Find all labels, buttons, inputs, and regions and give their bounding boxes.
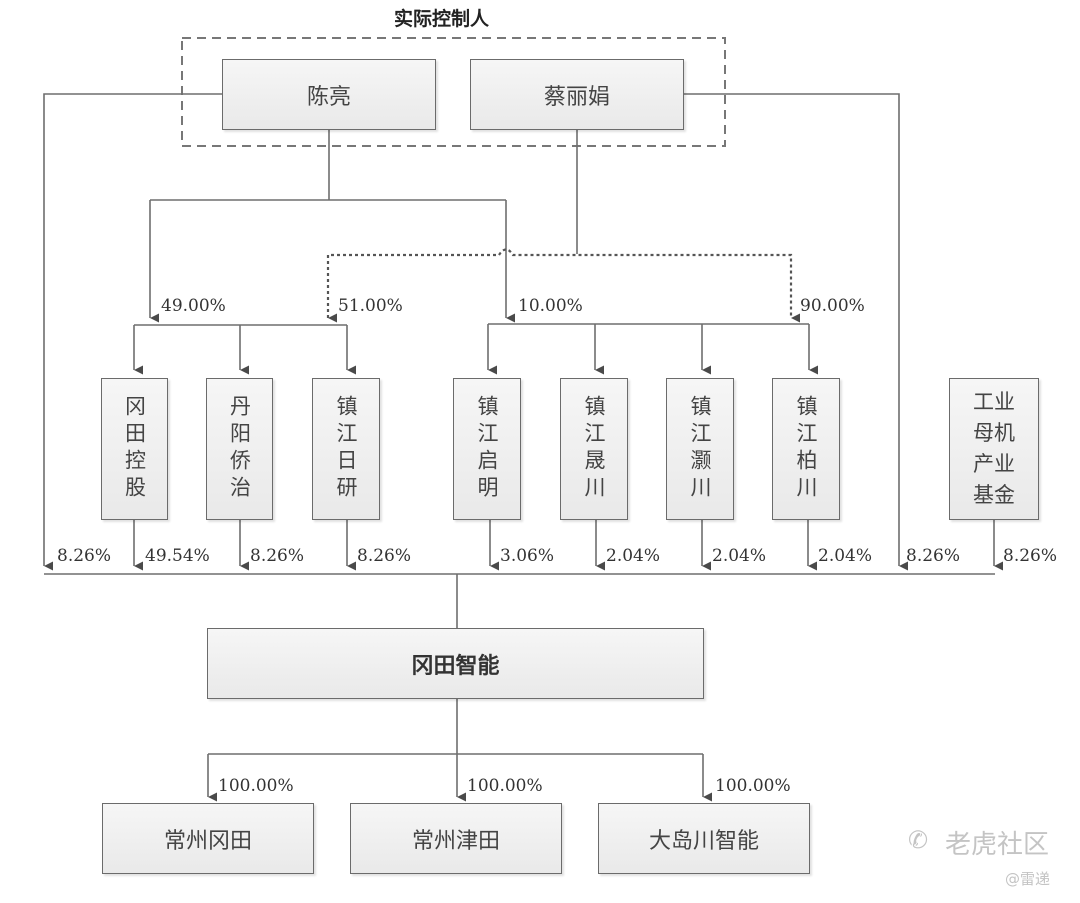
shareholder-name: 镇江启明 bbox=[475, 395, 499, 503]
pct-label: 8.26% bbox=[357, 546, 412, 566]
company-name: 冈田智能 bbox=[411, 652, 500, 679]
line-cailijuan-direct bbox=[684, 93, 908, 571]
line-chenliang-direct bbox=[43, 93, 222, 571]
pct-label: 2.04% bbox=[818, 546, 873, 566]
pct-label: 8.26% bbox=[250, 546, 305, 566]
controller-cailijuan[interactable]: 蔡丽娟 bbox=[470, 59, 684, 130]
pct-label: 10.00% bbox=[518, 296, 583, 316]
pct-label: 49.00% bbox=[161, 296, 226, 316]
shareholder-name: 工业母机产业基金 bbox=[972, 390, 1015, 507]
pct-label: 100.00% bbox=[715, 776, 791, 796]
subsidiary-name: 大岛川智能 bbox=[648, 828, 759, 854]
controller-group-frame bbox=[181, 37, 726, 147]
shareholder-name: 丹阳侨治 bbox=[227, 395, 252, 503]
watermark-author: @雷递 bbox=[1005, 870, 1051, 888]
watermark-logo-icon: ✆ bbox=[908, 826, 929, 854]
shareholder-zhenjiang-qiming[interactable]: 镇江启明 bbox=[453, 378, 521, 520]
watermark-brand: 老虎社区 bbox=[945, 830, 1050, 860]
pct-label: 2.04% bbox=[712, 546, 767, 566]
pct-label: 3.06% bbox=[500, 546, 555, 566]
pct-label: 100.00% bbox=[467, 776, 543, 796]
shareholder-gangtian-holding[interactable]: 冈田控股 bbox=[101, 378, 168, 520]
shareholder-zhenjiang-haochuan[interactable]: 镇江灏川 bbox=[666, 378, 734, 520]
pct-label: 8.26% bbox=[57, 546, 112, 566]
shareholder-name: 镇江灏川 bbox=[688, 395, 712, 503]
controller-name: 蔡丽娟 bbox=[543, 84, 610, 110]
shareholder-danyang-qiaozhi[interactable]: 丹阳侨治 bbox=[206, 378, 273, 520]
controller-chenliang[interactable]: 陈亮 bbox=[222, 59, 436, 130]
pct-label: 49.54% bbox=[145, 546, 210, 566]
subsidiary-name: 常州冈田 bbox=[163, 828, 252, 854]
pct-label: 8.26% bbox=[1003, 546, 1058, 566]
shareholder-industrial-fund[interactable]: 工业母机产业基金 bbox=[949, 378, 1039, 520]
shareholder-zhenjiang-riyan[interactable]: 镇江日研 bbox=[312, 378, 380, 520]
shareholder-zhenjiang-shengchuan[interactable]: 镇江晟川 bbox=[560, 378, 628, 520]
pct-label: 2.04% bbox=[606, 546, 661, 566]
shareholder-name: 镇江柏川 bbox=[794, 395, 818, 503]
pct-label: 100.00% bbox=[218, 776, 294, 796]
dotted-branch bbox=[326, 248, 793, 318]
controller-title: 实际控制人 bbox=[394, 8, 490, 30]
subsidiary-changzhou-gangtian[interactable]: 常州冈田 bbox=[102, 803, 314, 874]
subsidiary-changzhou-jintian[interactable]: 常州津田 bbox=[350, 803, 562, 874]
pct-label: 51.00% bbox=[338, 296, 403, 316]
shareholder-zhenjiang-baichuan[interactable]: 镇江柏川 bbox=[772, 378, 840, 520]
subsidiary-dadaochuan[interactable]: 大岛川智能 bbox=[598, 803, 810, 874]
pct-label: 90.00% bbox=[800, 296, 865, 316]
shareholder-name: 镇江晟川 bbox=[582, 395, 606, 503]
pct-label: 8.26% bbox=[906, 546, 961, 566]
shareholder-name: 镇江日研 bbox=[334, 395, 358, 503]
subsidiary-name: 常州津田 bbox=[411, 828, 500, 854]
company-box[interactable]: 冈田智能 bbox=[207, 628, 704, 699]
controller-name: 陈亮 bbox=[306, 84, 351, 110]
shareholder-name: 冈田控股 bbox=[122, 395, 147, 503]
